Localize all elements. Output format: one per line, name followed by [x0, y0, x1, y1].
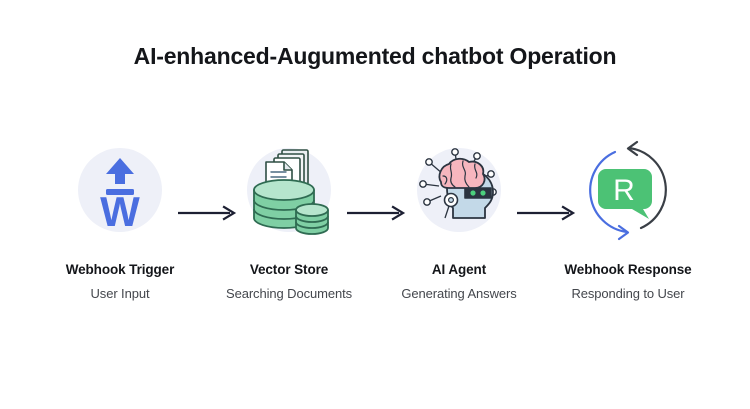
- flow-step-vector-store[interactable]: Vector Store Searching Documents: [204, 140, 374, 301]
- step-title: Webhook Trigger: [65, 262, 175, 277]
- webhook-response-icon: R: [589, 140, 667, 241]
- vector-store-database-icon: [253, 149, 329, 235]
- webhook-trigger-icon-wrap: W: [35, 140, 205, 240]
- webhook-letter: W: [100, 188, 140, 228]
- connector-arrow-1: [178, 205, 238, 221]
- flow-step-ai-agent[interactable]: AI Agent Generating Answers: [374, 140, 544, 301]
- step-subtitle: User Input: [90, 286, 150, 301]
- step-title: AI Agent: [431, 262, 487, 277]
- arrow-right-icon: [178, 205, 237, 221]
- step-title: Vector Store: [249, 262, 329, 277]
- webhook-response-icon-wrap: R: [543, 140, 713, 241]
- arrow-right-icon: [517, 205, 576, 221]
- step-title: Webhook Response: [564, 262, 692, 277]
- response-letter: R: [613, 174, 635, 207]
- page-title: AI-enhanced-Augumented chatbot Operation: [133, 43, 617, 69]
- flow-step-webhook-response[interactable]: R Webhook Response Responding to User: [543, 140, 713, 301]
- ai-agent-robot-brain-icon: [419, 148, 497, 219]
- flow-diagram: W Webhook Trigger User Input: [0, 140, 750, 315]
- vector-store-icon-wrap: [204, 140, 374, 240]
- step-subtitle: Searching Documents: [226, 286, 352, 301]
- step-subtitle: Generating Answers: [401, 286, 517, 301]
- step-subtitle: Responding to User: [571, 286, 685, 301]
- webhook-trigger-icon: W: [100, 158, 140, 228]
- flow-step-webhook-trigger[interactable]: W Webhook Trigger User Input: [35, 140, 205, 301]
- connector-arrow-2: [347, 205, 407, 221]
- arrow-right-icon: [347, 205, 406, 221]
- ai-agent-icon-wrap: [374, 140, 544, 240]
- connector-arrow-3: [517, 205, 577, 221]
